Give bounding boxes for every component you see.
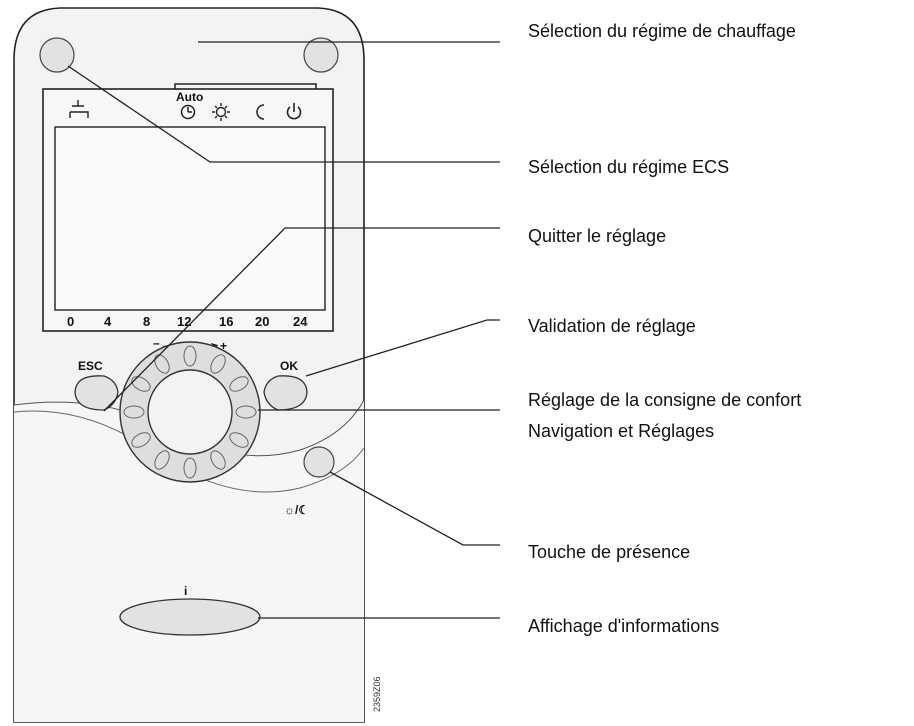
callout-heating-mode: Sélection du régime de chauffage [528, 21, 796, 41]
callout-dhw-mode: Sélection du régime ECS [528, 157, 730, 177]
ok-button[interactable] [263, 375, 308, 411]
time-scale-label: 24 [293, 314, 308, 329]
callout-presence-key: Touche de présence [528, 542, 691, 562]
time-scale-label: 4 [104, 314, 112, 329]
callout-info-display: Affichage d'informations [528, 616, 720, 636]
heating-mode-button-right[interactable] [303, 37, 339, 73]
document-id: 2359Z06 [372, 676, 382, 712]
time-scale-label: 0 [67, 314, 74, 329]
leader-confirm-setting [305, 319, 500, 377]
auto-label: Auto [176, 90, 203, 104]
heating-mode-bracket [174, 83, 317, 90]
esc-label: ESC [78, 359, 103, 373]
dhw-tap-icon [69, 100, 89, 118]
leader-lines [67, 41, 500, 619]
presence-button[interactable] [303, 446, 335, 478]
esc-button[interactable] [74, 375, 119, 411]
plus-label: + [220, 339, 227, 353]
callout-comfort-setpoint: Réglage de la consigne de confort [528, 390, 802, 410]
callout-quit-setting: Quitter le réglage [528, 226, 667, 246]
time-scale-label: 12 [177, 314, 191, 329]
info-button[interactable] [119, 598, 261, 636]
info-symbol: i [184, 584, 187, 598]
lcd-area [54, 126, 326, 311]
callout-navigation: Navigation et Réglages [528, 421, 715, 441]
callout-confirm-setting: Validation de réglage [528, 316, 696, 336]
time-scale: 0 4 8 12 16 20 24 [67, 314, 308, 329]
leader-dhw-mode [67, 65, 500, 163]
rotary-knob[interactable] [119, 341, 261, 483]
minus-label: – [153, 336, 160, 350]
presence-symbol: ☼/☾ [284, 503, 309, 517]
moon-icon [256, 104, 265, 120]
time-scale-label: 20 [255, 314, 269, 329]
sun-icon [212, 103, 230, 121]
standby-icon [286, 103, 302, 120]
time-scale-label: 16 [219, 314, 233, 329]
heating-mode-button-left[interactable] [39, 37, 75, 73]
ok-label: OK [280, 359, 298, 373]
lower-panel [14, 400, 364, 722]
time-scale-label: 8 [143, 314, 150, 329]
leader-quit-setting [103, 227, 500, 412]
clock-icon [180, 104, 196, 120]
leader-presence-key [329, 471, 500, 546]
